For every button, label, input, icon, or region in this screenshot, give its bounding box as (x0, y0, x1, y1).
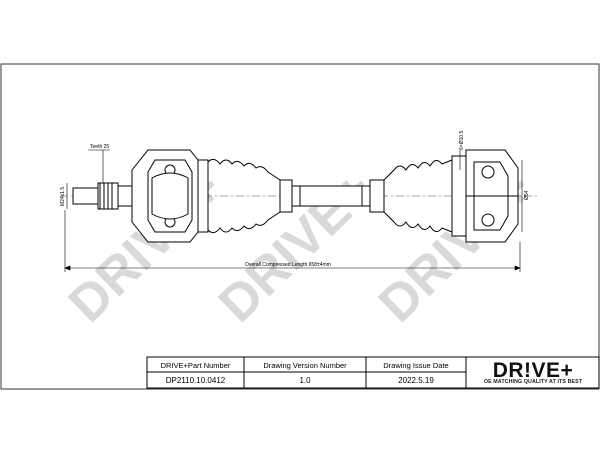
logo-tagline: OE MATCHING QUALITY AT ITS BEST (483, 379, 583, 385)
value-issue-date: 2022.5.19 (398, 376, 434, 385)
left-stub-shaft (72, 182, 133, 210)
logo-wordmark: DR!VE+ (492, 359, 574, 382)
brand-logo: DR!VE+ OE MATCHING QUALITY AT ITS BEST (468, 359, 598, 388)
overall-length-label: Overall Compressed Length 658±4mm (245, 262, 331, 268)
value-part-number: DP2110.10.0412 (165, 376, 226, 385)
diameter-right-label: Ø54 (524, 190, 530, 200)
outer-frame (0, 63, 600, 390)
value-version-number: 1.0 (299, 376, 311, 385)
header-issue-date: Drawing Issue Date (383, 361, 449, 370)
left-boot (207, 158, 293, 234)
title-block-grid (146, 356, 600, 389)
header-part-number: DRIVE+Part Number (160, 361, 231, 370)
header-version-number: Drawing Version Number (263, 361, 347, 370)
right-tripod-joint (451, 149, 519, 243)
teeth-label-left: Teeth 25 (90, 144, 109, 150)
diameter-left-label: M24x1.5 (60, 187, 66, 206)
left-cv-joint (131, 149, 209, 243)
dimension-lines (64, 149, 523, 272)
main-shaft (291, 185, 371, 207)
teeth-right-label: 6=Ø10.5 (459, 130, 465, 150)
